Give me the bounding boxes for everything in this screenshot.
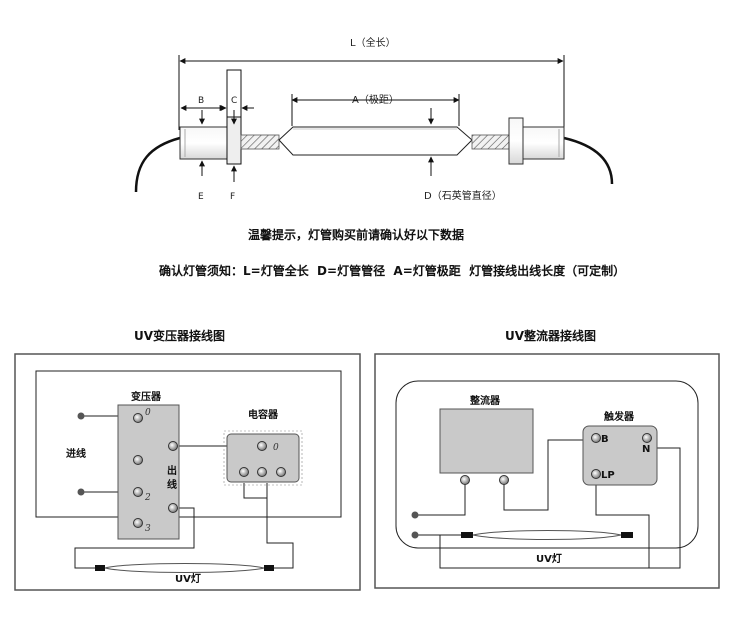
rectifier-box	[439, 408, 534, 474]
terminal-screw	[133, 487, 143, 497]
uv-lamp-cap-left	[461, 532, 473, 538]
uv-lamp-tube	[104, 563, 265, 573]
trigger-label: 触发器	[603, 410, 635, 423]
transformer-diagram: UV变压器接线图 变压器 进线 出 线 出线 0 2 3	[14, 328, 361, 591]
terminal-screw	[591, 433, 601, 443]
rectifier-label: 整流器	[469, 394, 501, 407]
terminal-screw	[499, 475, 509, 485]
terminal-lp-label: LP	[601, 470, 615, 481]
dimension-b-label: B	[198, 96, 204, 106]
right-seal	[471, 134, 511, 150]
uv-lamp-label: UV灯	[175, 572, 201, 585]
input-label: 进线	[66, 447, 86, 460]
output-label-2: 线	[167, 478, 177, 491]
right-lead-wire	[563, 136, 614, 185]
terminal-n-label: N	[642, 444, 650, 455]
dimension-a-label: A（极距）	[352, 93, 399, 106]
label-e: E	[198, 192, 204, 202]
transformer-diagram-title: UV变压器接线图	[134, 328, 225, 343]
transformer-terminals	[133, 413, 178, 528]
terminal-screw	[276, 467, 286, 477]
terminal-screw	[239, 467, 249, 477]
input-wire-end	[77, 488, 85, 496]
transformer-enclosure	[35, 370, 342, 518]
tip-note: 温馨提示，灯管购买前请确认好以下数据	[248, 227, 464, 242]
rectifier-enclosure	[395, 380, 699, 549]
terminal-screw	[257, 467, 267, 477]
terminal-screw	[133, 455, 143, 465]
terminal-screw	[168, 503, 178, 513]
rectifier-diagram: UV整流器接线图 整流器 触发器 B N LP UV灯	[374, 328, 720, 589]
terminal-screw	[642, 433, 652, 443]
terminal-screw	[460, 475, 470, 485]
terminal-2-label: 2	[144, 493, 151, 503]
dimension-l-label: L（全长）	[350, 36, 396, 49]
capacitor-terminal-label: 0	[273, 443, 279, 453]
input-wire-end	[411, 531, 419, 539]
left-seal	[240, 134, 280, 150]
right-end-cap	[522, 126, 565, 160]
uv-lamp-cap-right	[621, 532, 633, 538]
uv-lamp-cap-left	[95, 565, 105, 571]
capacitor-label: 电容器	[248, 408, 279, 421]
uv-lamp-label: UV灯	[536, 552, 562, 565]
terminal-screw	[133, 518, 143, 528]
confirm-note: 确认灯管须知：L=灯管全长 D=灯管管径 A=灯管极距 灯管接线出线长度（可定制…	[159, 263, 625, 278]
label-d: D（石英管直径）	[424, 189, 502, 202]
transformer-diagram-frame	[14, 353, 361, 591]
left-end-cap	[179, 126, 228, 160]
terminal-b-label: B	[601, 434, 609, 445]
trigger-box	[582, 425, 658, 486]
label-f: F	[230, 192, 235, 202]
rectifier-diagram-title: UV整流器接线图	[505, 328, 596, 343]
uv-lamp-cap-right	[264, 565, 274, 571]
terminal-screw	[168, 441, 178, 451]
rectifier-diagram-frame	[374, 353, 720, 589]
terminal-screw	[257, 441, 267, 451]
input-wire-end	[77, 412, 85, 420]
left-lead-wire	[134, 136, 181, 193]
rectifier-wiring	[415, 439, 681, 569]
terminal-screw	[133, 413, 143, 423]
terminal-3-label: 3	[145, 524, 151, 534]
dimension-c-label: C	[231, 96, 237, 106]
quartz-tube	[278, 126, 473, 156]
right-flange	[508, 117, 524, 165]
uv-lamp-tube	[472, 530, 622, 540]
output-label-1: 出	[167, 464, 177, 477]
input-wire-end	[411, 511, 419, 519]
terminal-0-label: 0	[145, 408, 151, 418]
lamp-drawing: L（全长） A（极距） B C	[134, 36, 614, 202]
transformer-box	[117, 404, 180, 540]
transformer-label: 变压器	[131, 390, 162, 403]
terminal-screw	[591, 469, 601, 479]
